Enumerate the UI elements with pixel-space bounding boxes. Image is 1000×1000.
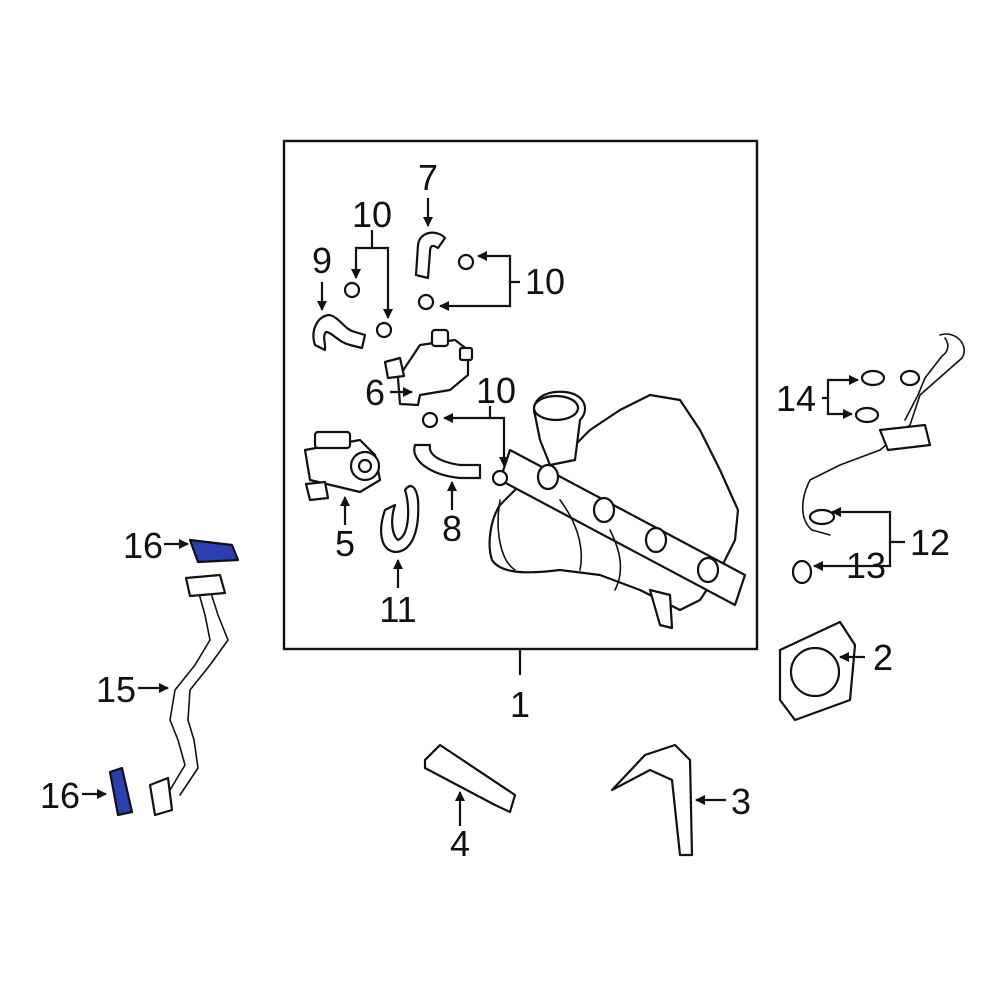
vacuum-hose-11: [380, 485, 420, 588]
oil-return-gaskets: [82, 538, 240, 817]
callout-13: 13: [846, 545, 886, 586]
heat-shield: [423, 743, 517, 826]
vacuum-hose-8: [413, 443, 482, 510]
callout-16b: 16: [40, 775, 80, 816]
vacuum-hose-7: [414, 198, 447, 280]
callout-16a: 16: [123, 525, 163, 566]
leader-14-b: [826, 398, 853, 419]
vacuum-hose-9: [312, 282, 367, 352]
callout-15: 15: [96, 669, 136, 710]
callout-10c: 10: [476, 370, 516, 411]
callout-3: 3: [731, 781, 751, 822]
callout-2: 2: [873, 637, 893, 678]
hose-clamps: [343, 230, 520, 487]
leader-12: [831, 507, 905, 544]
turbocharger: [488, 390, 747, 630]
callout-5: 5: [335, 523, 355, 564]
callout-12: 12: [910, 522, 950, 563]
callout-4: 4: [450, 823, 470, 864]
wastegate-actuator: [303, 430, 382, 525]
leader-10a-b: [372, 246, 393, 319]
callout-10b: 10: [525, 261, 565, 302]
callout-10a: 10: [352, 194, 392, 235]
callout-14: 14: [776, 378, 816, 419]
leader-12-b: [813, 542, 892, 571]
callout-7: 7: [418, 157, 438, 198]
oil-feed-line: [791, 333, 965, 585]
leader-10b: [477, 251, 520, 284]
turbo-gasket: [778, 620, 865, 722]
callout-8: 8: [442, 508, 462, 549]
leader-10a: [351, 230, 374, 279]
leader-10b-b: [439, 282, 512, 311]
callout-6: 6: [365, 372, 385, 413]
callout-11: 11: [379, 589, 416, 630]
solenoid-valve: [383, 328, 474, 407]
leader-14: [822, 375, 859, 400]
support-bracket: [610, 743, 726, 857]
callout-1: 1: [510, 684, 530, 725]
leader-10c-b: [490, 416, 509, 467]
callout-9: 9: [312, 240, 332, 281]
oil-return-line: [138, 573, 229, 817]
